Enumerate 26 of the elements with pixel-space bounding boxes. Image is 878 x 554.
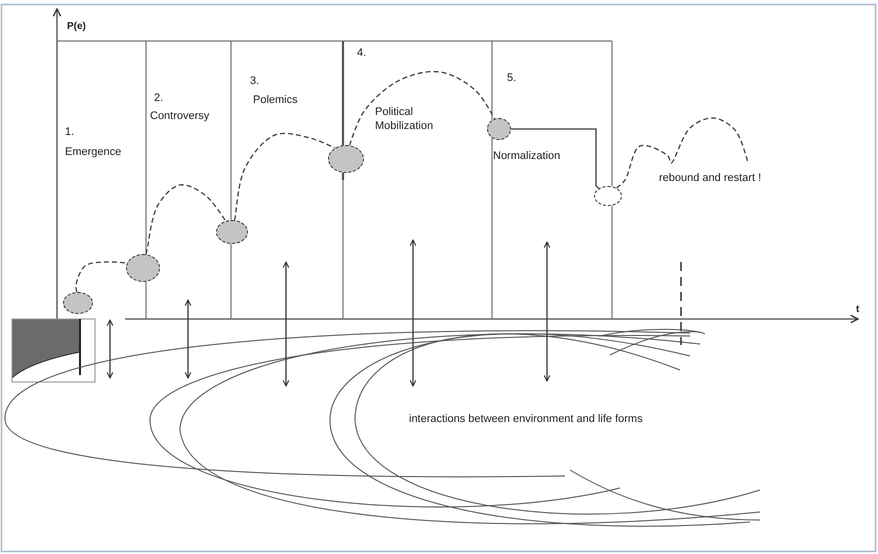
phase-title: Political Mobilization (375, 105, 434, 133)
stage-bubble (328, 145, 364, 173)
phase-number: 2. (154, 91, 164, 105)
phase-number: 1. (65, 125, 74, 139)
trajectory-arc (145, 184, 226, 254)
stage-bubble (216, 220, 248, 244)
stage-bubble (487, 118, 511, 140)
rebound-path (616, 117, 749, 189)
trajectory-arc (349, 70, 495, 146)
axis-label: t (856, 303, 860, 317)
phase-title: Normalization (493, 149, 560, 163)
phase-number: 4. (357, 46, 366, 60)
trajectory-arc (234, 132, 336, 220)
annotation-text: rebound and restart ! (659, 171, 762, 185)
phase-title: Emergence (65, 145, 122, 159)
annotation-text: interactions between environment and life forms (409, 412, 643, 426)
phase-number: 3. (250, 74, 260, 88)
stage-bubble (63, 292, 93, 314)
trajectory-arc (75, 261, 128, 292)
phase-title: Controversy (150, 109, 210, 123)
rebound-bubble (594, 186, 622, 206)
stage-bubble (126, 254, 160, 282)
phase-title: Polemics (253, 93, 298, 107)
trajectory-arc (511, 128, 600, 189)
axis-label: P(e) (67, 20, 86, 34)
phase-number: 5. (507, 71, 516, 85)
